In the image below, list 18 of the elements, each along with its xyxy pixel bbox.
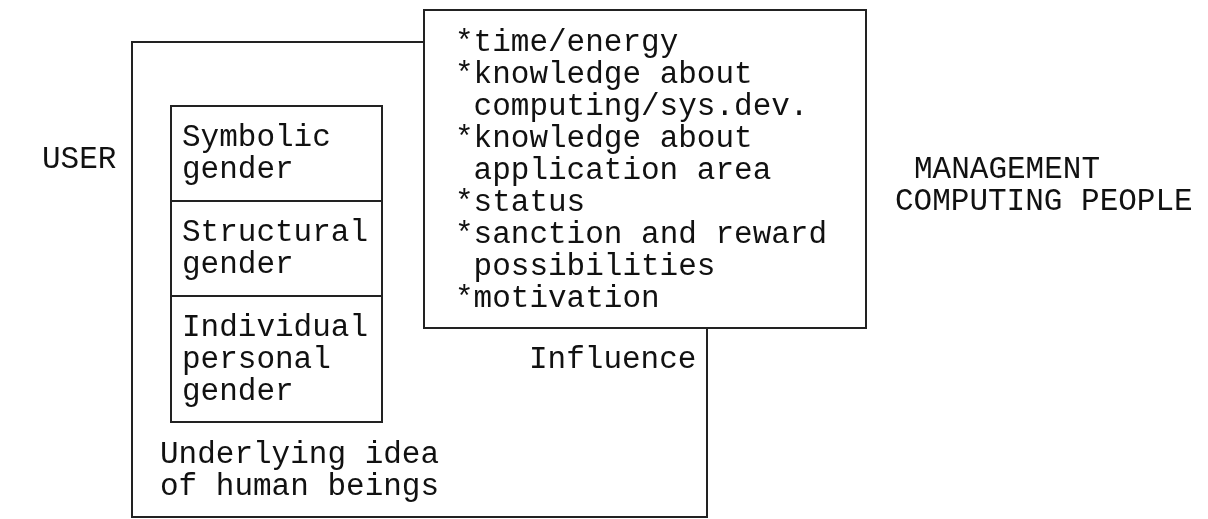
box-label: Individual personal gender	[182, 312, 368, 408]
box-label: Symbolic gender	[182, 122, 332, 186]
side-label: USER	[42, 144, 117, 176]
influence-label: Influence	[529, 344, 697, 376]
box-label: Structural gender	[182, 217, 368, 281]
side-label: COMPUTING PEOPLE	[895, 186, 1193, 218]
list-item: *knowledge about computing/sys.dev.	[455, 59, 810, 123]
list-box	[423, 9, 867, 329]
list-item: *knowledge about application area	[455, 123, 772, 187]
caption-text: Underlying idea of human beings	[160, 439, 440, 503]
gender-box	[170, 295, 383, 423]
gender-box	[170, 105, 383, 202]
list-item: *time/energy	[455, 27, 680, 59]
gender-box	[170, 200, 383, 297]
side-label: MANAGEMENT	[914, 154, 1101, 186]
list-item: *sanction and reward possibilities	[455, 219, 829, 283]
list-item: *status	[455, 187, 586, 219]
list-item: *motivation	[455, 283, 660, 315]
